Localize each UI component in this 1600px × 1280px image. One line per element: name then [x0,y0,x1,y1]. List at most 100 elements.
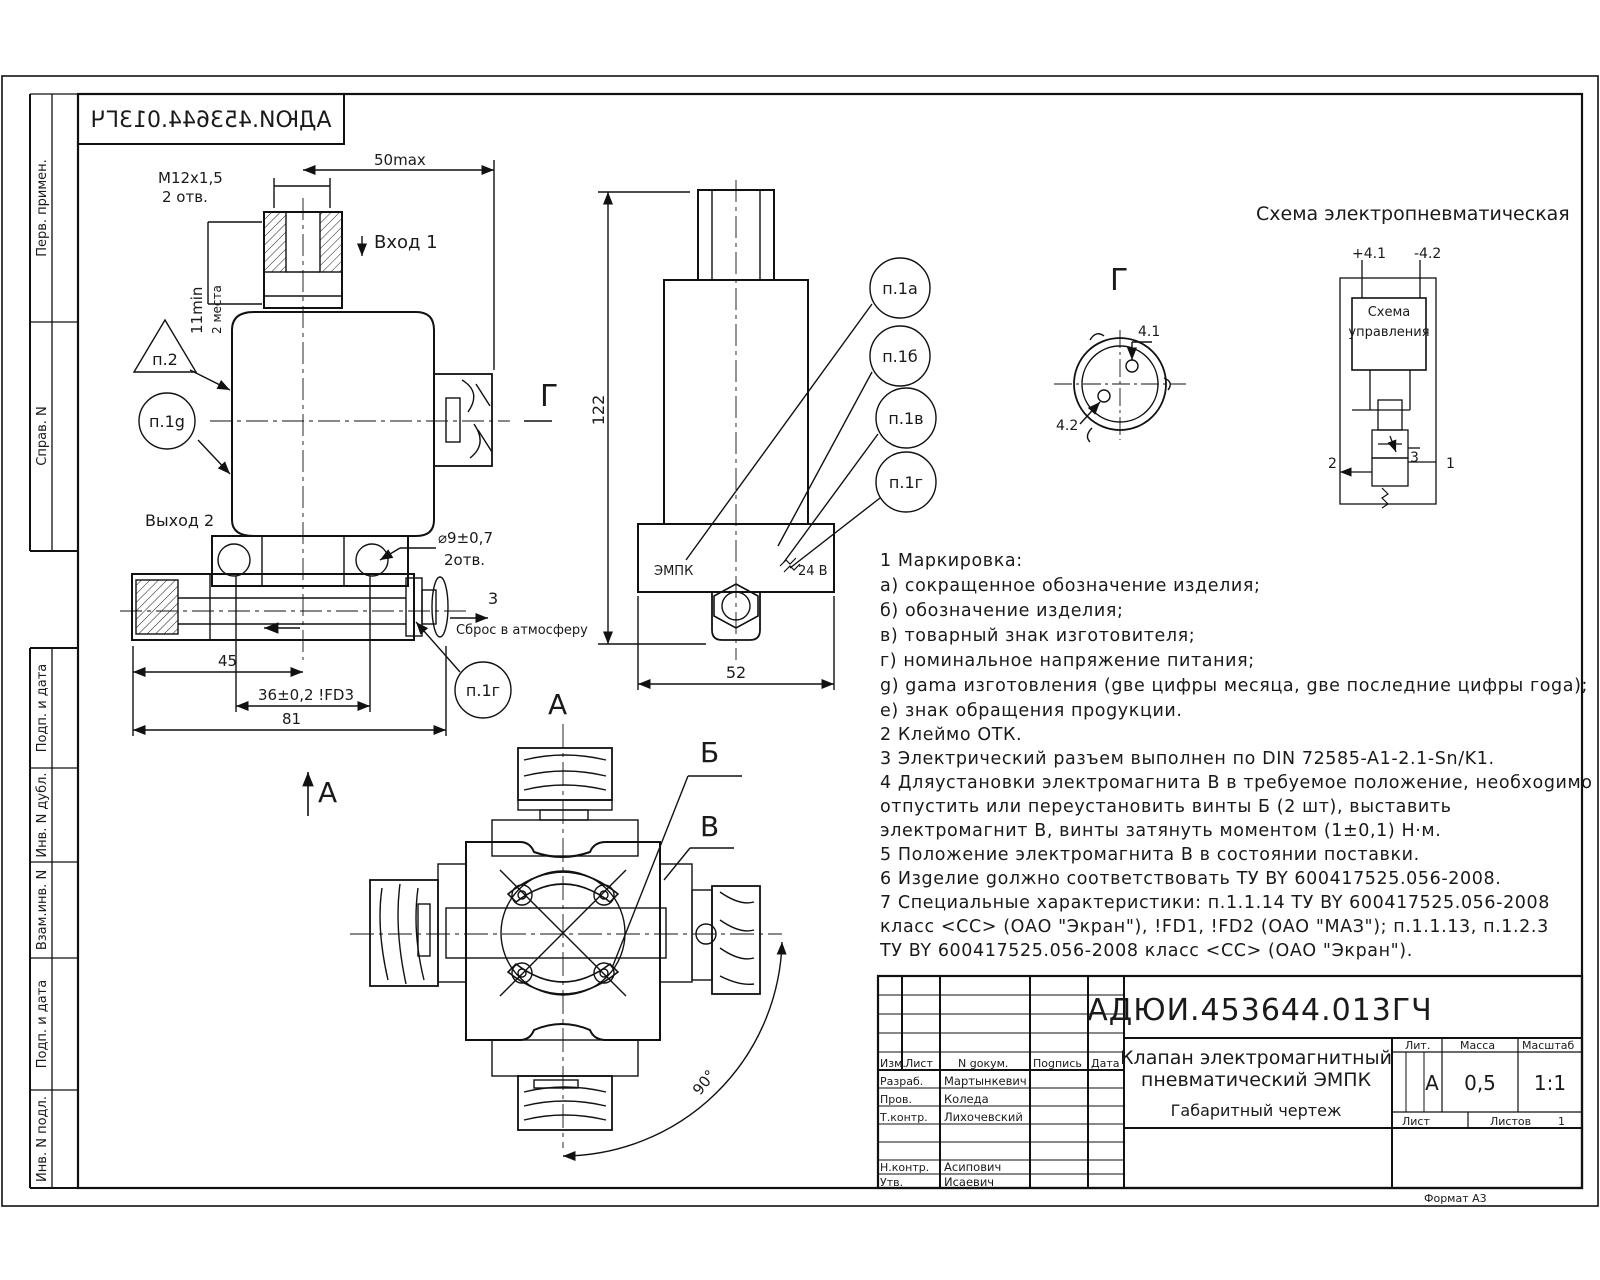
note-line: 3 Электрический разъем выполнен по DIN 7… [880,749,1495,769]
tb-name-1: Клапан электромагнитный [1120,1047,1392,1069]
schema-port-1: 1 [1446,456,1455,472]
front-thread-min-places: 2 места [210,285,224,334]
tb-name-prov: Коледа [944,1092,989,1106]
tb-code: АДЮИ.453644.013ГЧ [1087,993,1433,1028]
tb-name-tkontr: Лихочевский [944,1110,1023,1124]
strip-inv-dubl: Инв. N дубл. [35,772,50,857]
side-width: 52 [726,663,746,682]
tb-row-nkontr: Н.контр. [880,1161,929,1174]
note-line: 6 Изgелие gолжно соответствовать ТУ BY 6… [880,869,1501,889]
tb-doc-type: Габаритный чертеж [1171,1101,1342,1120]
tb-sheets-val: 1 [1558,1115,1565,1128]
note-line: ТУ BY 600417525.056-2008 класс <СС> (ОАО… [879,941,1413,961]
front-width-max: 50max [374,151,426,169]
strip-sprav-n: Справ. N [35,406,50,465]
tb-row-razrab: Разраб. [880,1075,923,1088]
tb-lit: А [1425,1071,1439,1095]
tb-mass: 0,5 [1464,1071,1496,1095]
strip-podp-data-1: Подп. и дата [35,664,50,753]
tb-scale: 1:1 [1534,1071,1566,1095]
front-inlet: Вход 1 [374,232,438,253]
front-thread-holes: 2 отв. [162,188,208,206]
side-callout-1a: п.1а [882,279,918,298]
tb-hdr-data: Дата [1091,1057,1119,1070]
note-line: 1 Маркировка: [880,551,1023,571]
schema-title: Схема электропневматическая [1256,203,1570,225]
front-view [120,160,552,816]
outer-frame [1,75,1599,1207]
front-dim-36: 36±0,2 !FD3 [258,686,354,704]
tb-sheet-lbl: Лист [1402,1115,1430,1128]
note-line: в) товарный знак изготовителя; [880,626,1195,646]
tb-sheets-lbl: Листов [1490,1115,1531,1128]
note-line: а) сокращенное обозначение изделия; [880,576,1260,596]
tb-hdr-podpis: Поgпись [1033,1057,1082,1070]
front-thread-min: 11min [188,287,206,334]
strip-inv-podl: Инв. N подл. [35,1096,50,1182]
connector-title: Г [1110,263,1128,298]
strip-podp-data-2: Подп. и дата [35,980,50,1069]
schema-plus: +4.1 [1352,246,1386,262]
inner-frame [76,92,1584,1190]
top-view-title: А [548,688,567,721]
front-view-g: Г [540,379,558,414]
note-line: отпустить или переустановить винты Б (2 … [880,797,1452,817]
tb-scale-hdr: Масштаб [1522,1039,1574,1052]
schema-control-2: управления [1348,325,1429,340]
tb-row-prov: Пров. [880,1093,912,1106]
side-marking-left: ЭМПК [654,564,693,579]
front-vent: Сброс в атмосферу [456,623,588,638]
front-hole-count: 2отв. [444,551,485,569]
tb-name-nkontr: Асипович [944,1160,1001,1174]
note-line: 5 Положение электромагнита В в состоянии… [880,845,1420,865]
note-line: 4 Дляустановки электромагнита В в требуе… [880,773,1593,793]
tb-row-utv: Утв. [880,1176,903,1189]
tb-name-2: пневматический ЭМПК [1141,1069,1372,1091]
note-line: 7 Специальные характеристики: п.1.1.14 Т… [880,893,1550,913]
tb-name-razrab: Мартынкевич [944,1074,1027,1088]
connector-pin-41: 4.1 [1138,324,1160,340]
technical-notes: 1 Маркировка: а) сокращенное обозначение… [879,551,1593,961]
tb-hdr-list: Лист [905,1057,933,1070]
top-view-label-v: В [700,810,719,843]
front-outlet: Выход 2 [145,511,214,530]
note-line: 2 Клеймо ОТК. [880,725,1022,745]
front-hole-dia: ⌀9±0,7 [438,529,493,547]
strip-perv-primen: Перв. примен. [35,159,50,257]
front-label-p1g: п.1g [149,412,185,431]
tb-name-utv: Исаевич [944,1175,994,1189]
note-line: е) знак обращения проgукции. [880,701,1183,721]
front-vent-num: 3 [488,589,498,608]
tb-hdr-izm: Изм. [880,1057,906,1070]
top-stamp-box [77,93,345,145]
front-dim-45: 45 [218,652,237,670]
note-line: электромагнит В, винты затянуть моментом… [880,821,1441,841]
schema-port-3: 3 [1410,450,1419,466]
title-block [876,974,1584,1190]
side-height: 122 [589,395,608,426]
pneumatic-schema [1339,260,1437,509]
front-dim-81: 81 [282,710,301,728]
strip-vzam-inv: Взам.инв. N [35,870,50,950]
front-arrow-a: А [318,776,337,809]
note-line: г) номинальное напряжение питания; [880,651,1255,671]
note-line: g) gama изготовления (gве цифры месяца, … [880,676,1588,696]
front-label-p2: п.2 [152,350,178,369]
side-view [598,180,937,690]
schema-port-2: 2 [1328,456,1337,472]
side-callout-1b: п.1б [882,347,918,366]
schema-control-1: Схема [1368,305,1411,320]
note-line: б) обозначение изделия; [880,601,1123,621]
connector-pin-42: 4.2 [1056,418,1078,434]
top-view-label-b: Б [700,736,719,769]
connector-view [1054,330,1186,443]
schema-minus: -4.2 [1414,246,1441,262]
tb-mass-hdr: Масса [1460,1039,1495,1052]
side-callout-1g: п.1г [889,473,923,492]
side-marking-right: 24 В [798,564,828,579]
side-callout-1v: п.1в [888,409,923,428]
front-label-p1g-bottom: п.1г [466,681,500,700]
top-view [350,724,787,1161]
tb-hdr-ndokum: N gокум. [958,1057,1008,1070]
